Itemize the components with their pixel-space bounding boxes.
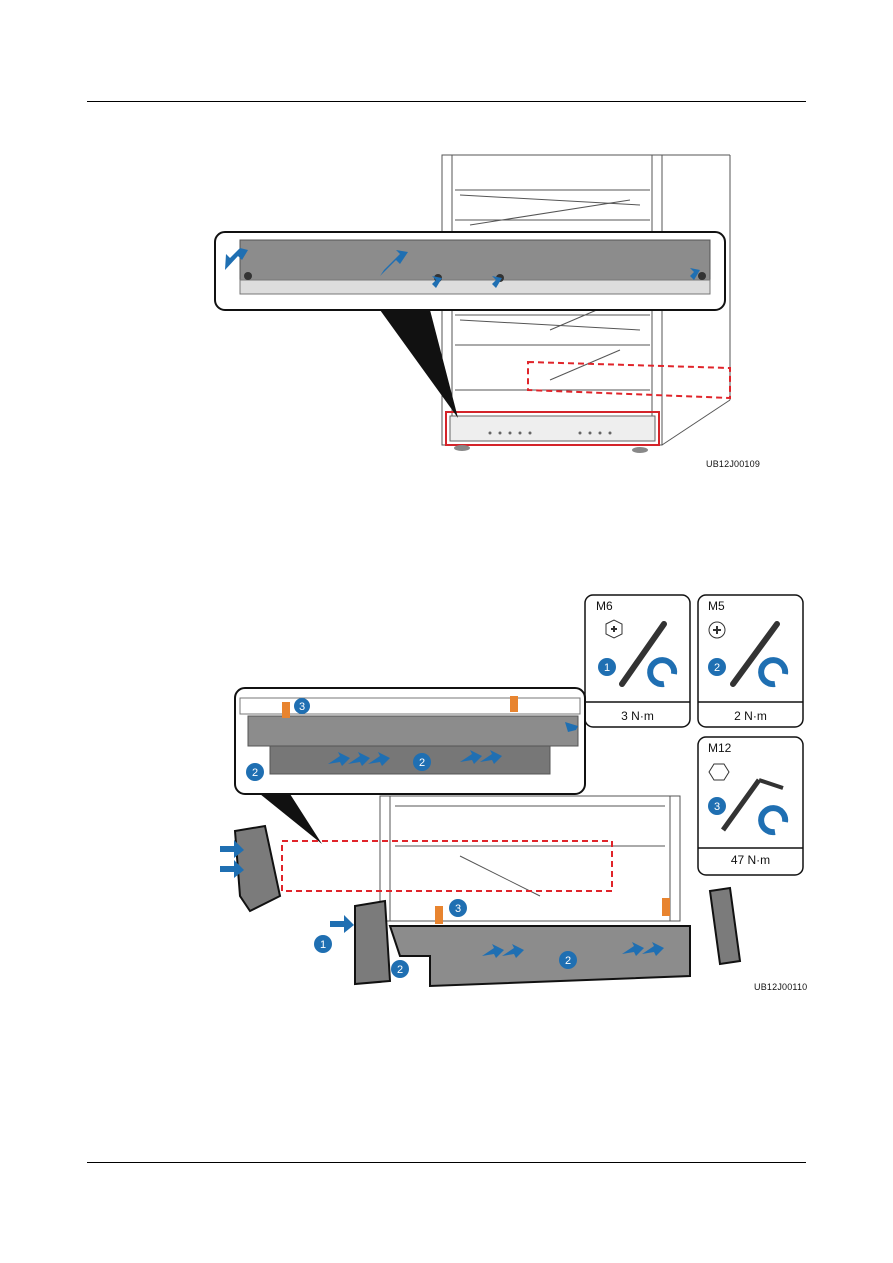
figure1-id: UB12J00109 (706, 459, 761, 469)
tool-panel-m5: 2 (697, 594, 804, 728)
figure2-id: UB12J00110 (754, 982, 808, 992)
tool-panel-m6: 1 (584, 594, 691, 728)
svg-text:3: 3 (455, 903, 461, 915)
footer-rule (87, 1162, 806, 1163)
svg-text:1: 1 (320, 939, 326, 951)
svg-text:3: 3 (299, 701, 305, 713)
bracket-detail (239, 239, 711, 281)
arrow-icons (225, 244, 700, 298)
side-foot-right (708, 886, 742, 966)
figure-rack-base-installation: 3 2 2 1 2 2 3 (220, 687, 742, 988)
arrow-icons (220, 840, 664, 958)
svg-text:2: 2 (419, 757, 425, 769)
dashed-rear-area (281, 840, 613, 892)
highlight-box (445, 411, 660, 446)
tool-size-m6: M6 (596, 599, 613, 613)
side-foot-left (233, 824, 282, 913)
tool-size-m5: M5 (708, 599, 725, 613)
zoom-wedge (260, 794, 322, 844)
zoom-wedge (380, 310, 458, 418)
svg-text:2: 2 (714, 662, 720, 674)
tool-panel-m12: 3 (697, 736, 804, 876)
svg-text:2: 2 (565, 955, 571, 967)
torque-m5: 2 N·m (734, 709, 767, 723)
arrow-icons (328, 722, 578, 766)
torque-m12: 47 N·m (730, 853, 771, 867)
dashed-rear-area (527, 360, 731, 400)
base-bracket (388, 925, 691, 988)
tool-size-m12: M12 (708, 741, 732, 755)
header-rule (87, 101, 806, 102)
rack-frame (379, 795, 681, 922)
svg-text:3: 3 (714, 801, 720, 813)
torque-m6: 3 N·m (621, 709, 654, 723)
svg-text:1: 1 (604, 662, 610, 674)
svg-text:2: 2 (252, 767, 258, 779)
figure-rack-bottom-bracket (214, 154, 731, 453)
side-foot-front (354, 899, 392, 986)
svg-text:2: 2 (397, 964, 403, 976)
